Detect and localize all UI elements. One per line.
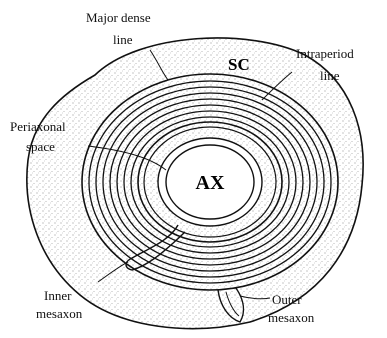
label-major-dense-line-1: Major dense [86,10,151,25]
label-periaxonal-space-1: Periaxonal [10,119,66,134]
label-periaxonal-space-2: space [26,139,55,154]
label-intraperiod-line-2: line [320,68,340,83]
label-inner-mesaxon-1: Inner [44,288,72,303]
label-major-dense-line-2: line [113,32,133,47]
label-outer-mesaxon-2: mesaxon [268,310,315,325]
label-outer-mesaxon-1: Outer [272,292,302,307]
label-inner-mesaxon-2: mesaxon [36,306,83,321]
label-sc: SC [228,55,250,74]
label-intraperiod-line-1: Intraperiod [296,46,354,61]
label-ax: AX [196,172,225,194]
